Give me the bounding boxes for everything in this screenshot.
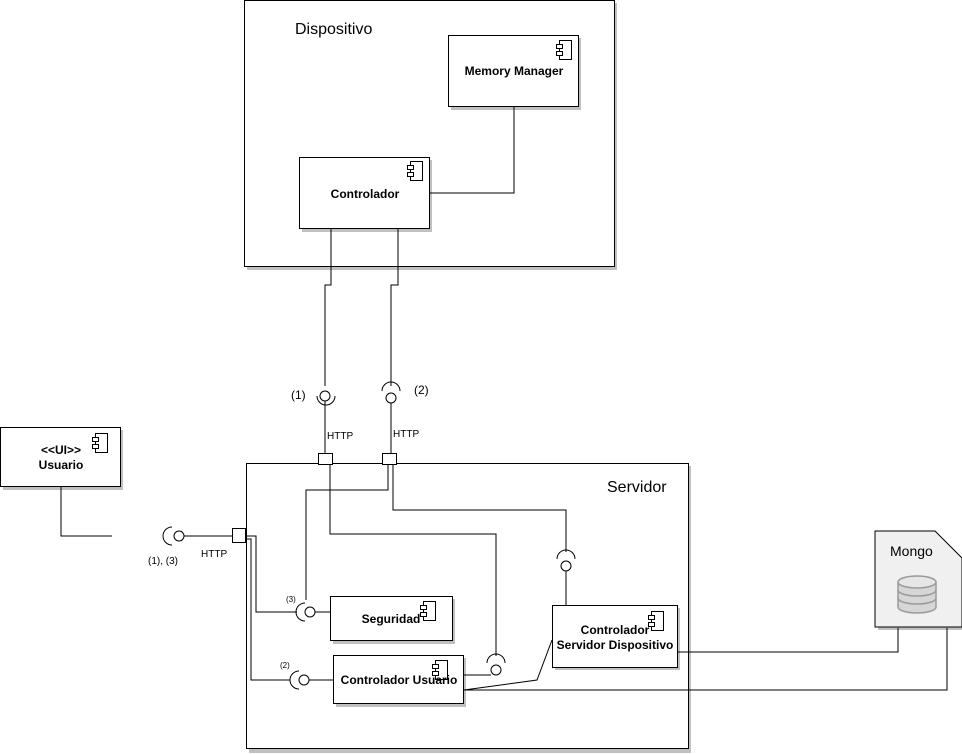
- database-icon: [897, 575, 937, 614]
- memory-manager-component[interactable]: Memory Manager: [448, 35, 582, 111]
- seguridad-label: Seguridad: [362, 612, 421, 626]
- interface-1-socket: [316, 390, 336, 406]
- seguridad-interface-label: (3): [286, 595, 296, 604]
- usuario-stereotype: <<UI>>: [41, 443, 81, 457]
- usuario-wire: [60, 487, 112, 537]
- cu-to-csd-wire: [463, 639, 553, 691]
- controlador-servidor-dispositivo-component[interactable]: Controlador Servidor Dispositivo: [552, 605, 681, 671]
- csd-socket: [556, 549, 576, 572]
- dispositivo-title: Dispositivo: [295, 21, 372, 38]
- controlador-component[interactable]: Controlador: [299, 157, 433, 233]
- csd-label-line1: Controlador: [581, 623, 650, 637]
- port2-to-csd-wire: [392, 464, 567, 552]
- servidor-title: Servidor: [607, 479, 667, 496]
- http-port-user: [232, 528, 246, 543]
- http-label-user: HTTP: [201, 549, 227, 560]
- memory-manager-label: Memory Manager: [465, 64, 564, 78]
- controlador-label: Controlador: [331, 187, 400, 201]
- user-port-to-cu-wire: [246, 538, 290, 681]
- port2-to-seg-wire: [305, 464, 389, 600]
- usuario-component[interactable]: <<UI>> Usuario: [0, 427, 124, 491]
- http-port-2: [382, 453, 397, 465]
- usuario-interface-label: (1), (3): [148, 556, 178, 567]
- cu-to-mongo-wire: [464, 628, 948, 691]
- seguridad-component[interactable]: Seguridad: [330, 596, 456, 645]
- user-port-to-seg-wire: [246, 535, 297, 613]
- http-label-2: HTTP: [393, 429, 419, 440]
- controlador-interface-1-wire: [324, 229, 332, 386]
- controlador-interface-2-wire: [390, 229, 399, 386]
- memory-controlador-connector: [430, 107, 515, 194]
- csd-label-line2: Servidor Dispositivo: [557, 638, 674, 652]
- interface-1-label: (1): [291, 388, 306, 402]
- controlador-usuario-component[interactable]: Controlador Usuario: [333, 655, 467, 708]
- mongo-node: Mongo: [874, 530, 962, 630]
- csd-to-mongo-wire: [678, 628, 899, 653]
- mongo-label: Mongo: [890, 543, 933, 559]
- port1-to-cu-wire: [329, 464, 497, 656]
- controlador-usuario-label: Controlador Usuario: [341, 673, 458, 687]
- http-label-1: HTTP: [327, 431, 353, 442]
- cu-port1-socket: [486, 653, 506, 676]
- http-port-1: [318, 453, 333, 465]
- cu-interface-label: (2): [280, 661, 290, 670]
- usuario-label: Usuario: [39, 458, 84, 472]
- interface-2-label: (2): [414, 383, 429, 397]
- usuario-interface-socket: [162, 526, 185, 546]
